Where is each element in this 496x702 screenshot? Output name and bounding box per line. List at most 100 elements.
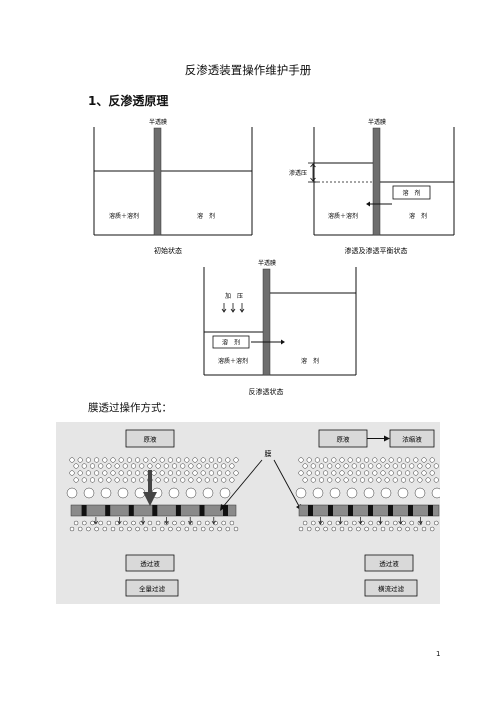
solvent-label: 溶 剂 — [409, 212, 427, 220]
particle — [425, 463, 431, 469]
particle — [368, 520, 373, 526]
membrane-block — [328, 505, 333, 516]
particle — [171, 463, 178, 469]
particle — [192, 470, 198, 476]
particle — [205, 520, 210, 526]
particle — [221, 520, 226, 526]
particle — [421, 457, 427, 463]
permeate-arrows-right — [318, 517, 423, 525]
membrane-block — [388, 505, 393, 516]
mode-box — [125, 579, 179, 597]
particle — [200, 526, 206, 532]
particle — [85, 457, 91, 463]
particle — [69, 457, 75, 463]
figure-caption: 初始状态 — [154, 246, 182, 255]
particle — [143, 470, 149, 476]
particle — [425, 477, 431, 483]
particle — [167, 470, 173, 476]
particle — [417, 477, 423, 483]
particle — [372, 470, 378, 476]
osmotic-pressure-label: 渗透压 — [289, 169, 307, 177]
particle — [388, 526, 394, 532]
particle — [110, 457, 116, 463]
particle — [196, 463, 202, 469]
membrane-blocks-right — [308, 505, 433, 516]
particle — [298, 526, 304, 532]
feed-label: 原液 — [144, 435, 158, 444]
semipermeable-membrane — [153, 127, 162, 236]
particle — [171, 477, 178, 483]
particle — [233, 526, 239, 532]
particle — [396, 457, 402, 463]
particle — [118, 526, 124, 532]
particle — [102, 457, 108, 463]
membrane-block — [152, 505, 158, 516]
particle — [298, 457, 304, 463]
solution-label: 溶质＋溶剂 — [218, 357, 248, 365]
particle — [163, 477, 169, 483]
particle — [352, 520, 357, 526]
particle — [229, 477, 235, 483]
particle — [431, 487, 440, 499]
particle — [368, 463, 374, 469]
particle — [323, 526, 328, 532]
particle — [102, 526, 108, 532]
particle — [98, 463, 104, 469]
particle — [135, 470, 141, 476]
particle — [434, 520, 439, 526]
particle — [185, 487, 197, 499]
particle — [151, 526, 157, 532]
particle — [172, 520, 177, 526]
particle — [69, 470, 75, 476]
particle — [364, 526, 369, 532]
particle — [413, 470, 419, 476]
particle — [122, 477, 128, 483]
particle — [364, 457, 370, 463]
particle — [167, 457, 173, 463]
particle — [168, 487, 180, 499]
particle — [312, 487, 324, 499]
particle — [314, 457, 320, 463]
particle-field-left — [66, 457, 239, 532]
particle — [225, 470, 231, 476]
semipermeable-membrane — [372, 127, 381, 236]
particle — [306, 526, 312, 532]
particle — [176, 457, 182, 463]
membrane-block — [308, 505, 313, 516]
particle — [155, 463, 161, 469]
particle — [225, 526, 231, 532]
mode-label: 全量过滤 — [139, 584, 166, 593]
particle — [196, 520, 202, 526]
particle — [392, 463, 398, 469]
particle — [202, 487, 214, 499]
particle — [421, 470, 427, 476]
particle — [212, 477, 219, 483]
particle — [347, 526, 353, 532]
particle — [114, 463, 120, 469]
membrane-callout-lines — [221, 459, 301, 509]
particle — [176, 526, 181, 532]
membrane-block — [81, 505, 87, 516]
particle — [73, 477, 79, 483]
permeate-label: 透过液 — [140, 559, 160, 568]
particle — [327, 477, 333, 483]
particle — [122, 463, 128, 469]
particle — [425, 520, 431, 526]
permeate-label: 透过液 — [379, 559, 399, 568]
particle — [331, 457, 337, 463]
particle — [414, 487, 426, 499]
particle — [81, 477, 87, 483]
particle — [225, 457, 231, 463]
particle — [302, 520, 308, 526]
particle — [433, 463, 439, 469]
feed-flow-arrow — [143, 470, 157, 506]
particle — [100, 487, 112, 499]
flow-arrow-right — [281, 339, 285, 345]
membrane-label: 半透膜 — [368, 118, 386, 126]
membrane-callout-label: 膜 — [265, 449, 272, 458]
figure-caption: 反渗透状态 — [249, 387, 284, 396]
particle — [302, 477, 308, 483]
particle — [94, 526, 99, 532]
solvent-box-label: 溶 剂 — [222, 339, 240, 347]
particle — [176, 470, 182, 476]
